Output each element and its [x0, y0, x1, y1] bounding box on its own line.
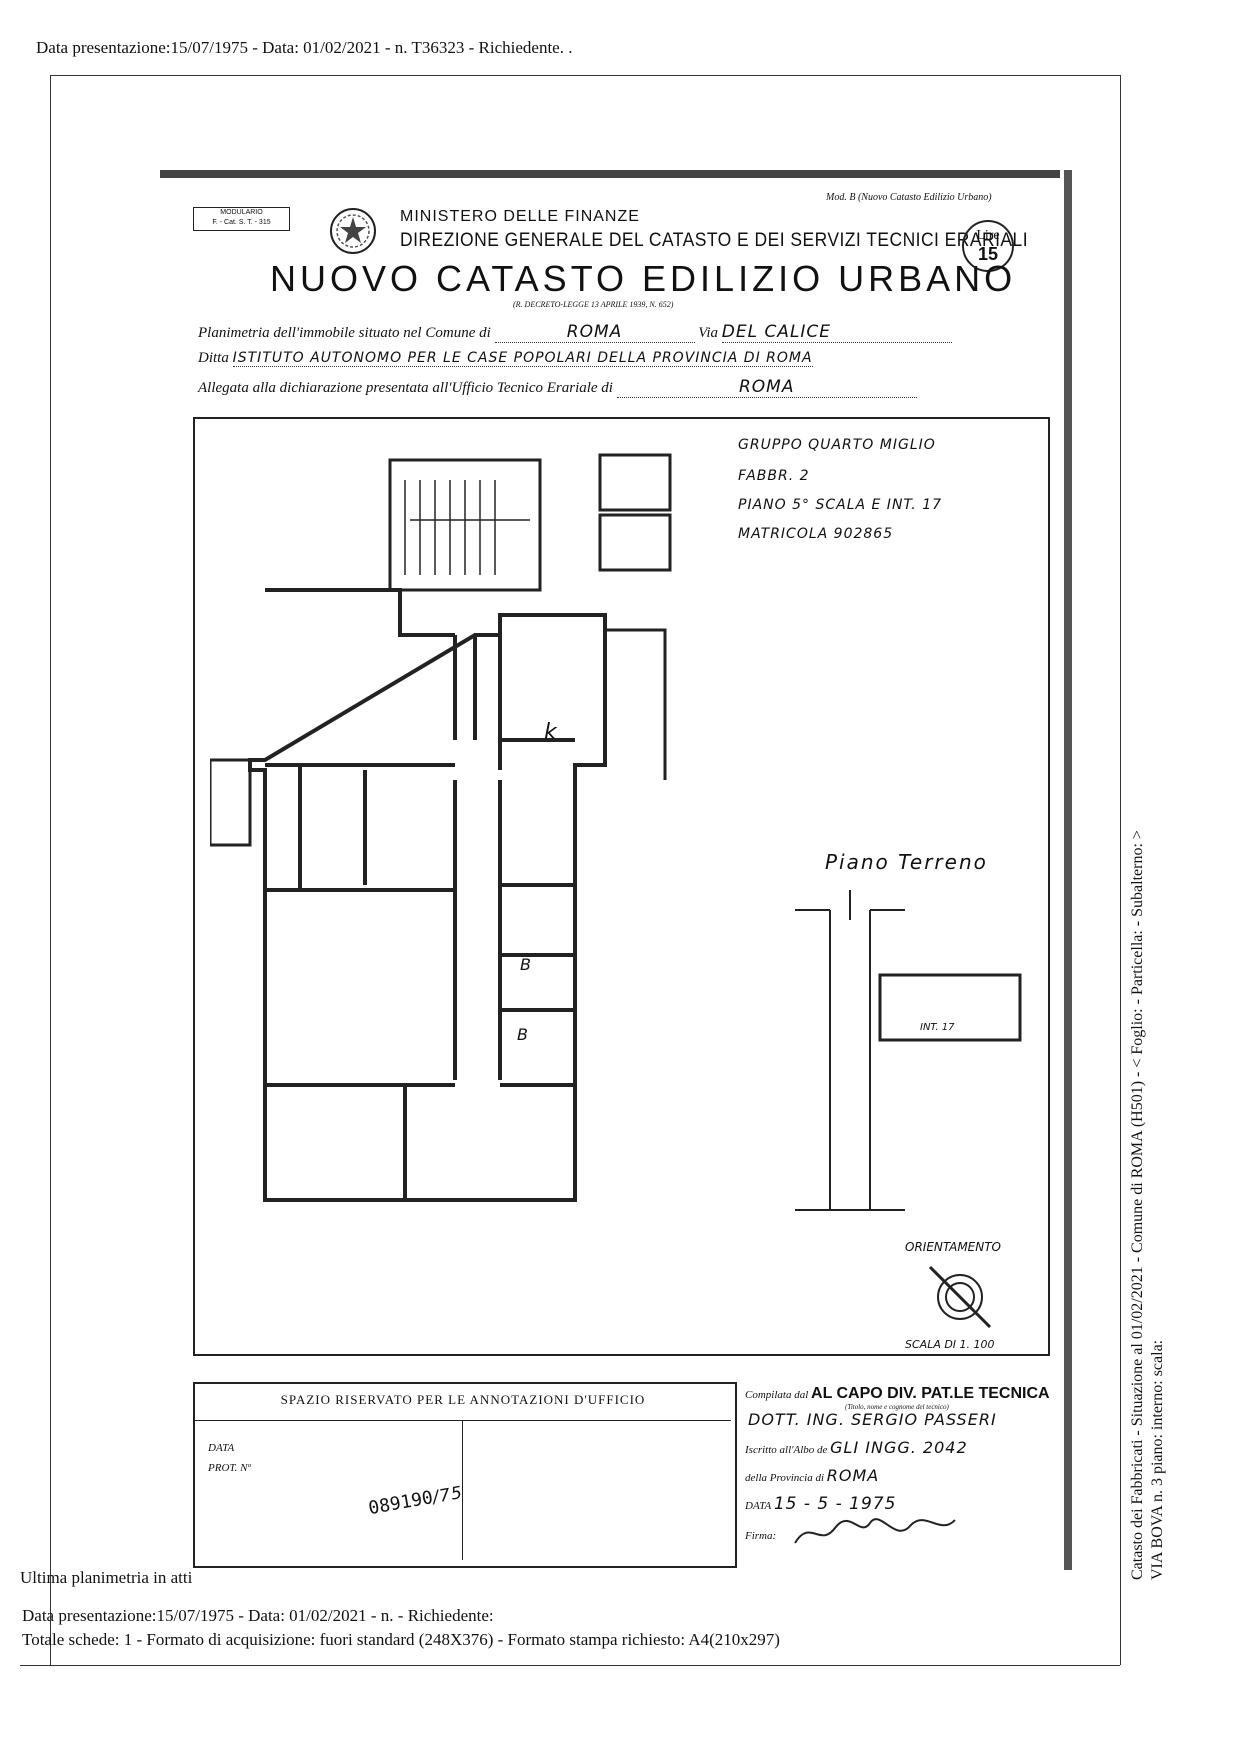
int-label: INT. 17 — [920, 1022, 955, 1033]
lire-value: 15 — [977, 244, 999, 264]
piano-terreno-label: Piano Terreno — [825, 850, 988, 874]
planimetria-label: Planimetria dell'immobile situato nel Co… — [198, 325, 491, 341]
plan-note-2: FABBR. 2 — [738, 468, 810, 484]
provincia-value: ROMA — [826, 1466, 880, 1485]
frame-left-line — [50, 75, 51, 1665]
provincia-label: della Provincia di — [745, 1472, 825, 1484]
frame-top-line — [50, 75, 1120, 76]
annot-prot-label: PROT. Nº — [208, 1462, 251, 1474]
emblem-icon — [328, 206, 378, 261]
lire-stamp: Lire 15 — [962, 220, 1014, 272]
side-info: Catasto dei Fabbricati - Situazione al 0… — [1128, 830, 1168, 1580]
allegata-label: Allegata alla dichiarazione presentata a… — [198, 380, 613, 396]
sheet-top-bar — [160, 170, 1060, 178]
provincia-line: della Provincia di ROMA — [745, 1466, 879, 1485]
annotations-divider — [195, 1420, 731, 1421]
annotations-split — [462, 1420, 463, 1560]
allegata-line: Allegata alla dichiarazione presentata a… — [198, 377, 917, 398]
frame-bottom-line — [20, 1665, 1120, 1666]
tecnico-name: DOTT. ING. SERGIO PASSERI — [748, 1410, 997, 1429]
ditta-line: Ditta ISTITUTO AUTONOMO PER LE CASE POPO… — [198, 350, 813, 367]
orientamento-label: ORIENTAMENTO — [905, 1240, 1002, 1254]
signature — [790, 1508, 960, 1558]
data-line: DATA 15 - 5 - 1975 — [745, 1494, 896, 1514]
mod-b-text: Mod. B (Nuovo Catasto Edilizio Urbano) — [826, 192, 992, 203]
modulario-text: MODULARIO F. - Cat. S. T. - 315 — [212, 209, 271, 226]
room-b2-label: B — [517, 1025, 529, 1044]
ground-floor-drawing — [795, 885, 1035, 1220]
plan-area — [193, 417, 1050, 1356]
annotations-title: SPAZIO RISERVATO PER LE ANNOTAZIONI D'UF… — [280, 1392, 646, 1407]
scala-label: SCALA DI 1. 100 — [905, 1338, 995, 1351]
ditta-value: ISTITUTO AUTONOMO PER LE CASE POPOLARI D… — [232, 350, 813, 367]
compass-icon — [925, 1262, 995, 1337]
footer-line-2: Totale schede: 1 - Formato di acquisizio… — [22, 1630, 780, 1649]
page-header: Data presentazione:15/07/1975 - Data: 01… — [36, 38, 573, 57]
albo-value: GLI INGG. 2042 — [830, 1438, 968, 1457]
direzione-text: DIREZIONE GENERALE DEL CATASTO E DEI SER… — [400, 230, 1029, 251]
sheet-right-bar — [1064, 170, 1072, 1570]
via-value: DEL CALICE — [721, 322, 952, 343]
comune-value: ROMA — [494, 322, 695, 343]
room-k-label: k — [544, 720, 558, 745]
plan-note-3: PIANO 5° SCALA E INT. 17 — [738, 497, 943, 513]
compilata-value: AL CAPO DIV. PAT.LE TECNICA — [811, 1385, 1050, 1402]
albo-label: Iscritto all'Albo de — [745, 1444, 828, 1456]
modulario-box: MODULARIO F. - Cat. S. T. - 315 — [193, 207, 290, 231]
firma-label: Firma: — [745, 1530, 777, 1542]
decreto-text: (R. DECRETO-LEGGE 13 APRILE 1939, N. 652… — [513, 300, 674, 309]
data-value: 15 - 5 - 1975 — [773, 1494, 897, 1514]
data-label: DATA — [745, 1500, 772, 1512]
frame-right-line — [1120, 75, 1121, 1665]
footer-line-1: Data presentazione:15/07/1975 - Data: 01… — [22, 1606, 494, 1625]
plan-note-1: GRUPPO QUARTO MIGLIO — [738, 437, 936, 453]
ufficio-value: ROMA — [616, 377, 917, 398]
albo-line: Iscritto all'Albo de GLI INGG. 2042 — [745, 1438, 968, 1457]
planimetria-line: Planimetria dell'immobile situato nel Co… — [198, 322, 952, 343]
annot-data-label: DATA — [208, 1442, 235, 1454]
ditta-label: Ditta — [198, 350, 229, 366]
side-line-2: VIA BOVA n. 3 piano: interno: scala: — [1149, 1339, 1166, 1580]
form-title: NUOVO CATASTO EDILIZIO URBANO — [270, 258, 1017, 299]
side-line-1: Catasto dei Fabbricati - Situazione al 0… — [1129, 830, 1146, 1580]
floor-plan-drawing — [208, 440, 730, 1245]
plan-note-4: MATRICOLA 902865 — [738, 526, 894, 542]
annotations-box — [193, 1382, 737, 1568]
lire-label: Lire — [976, 228, 1000, 243]
ministero-text: MINISTERO DELLE FINANZE — [400, 208, 640, 225]
footer-ultima: Ultima planimetria in atti — [20, 1568, 193, 1587]
compilata-sublabel: (Titolo, nome e cognome del tecnico) — [845, 1403, 949, 1411]
compilata-label: Compilata dal — [745, 1389, 809, 1401]
room-b1-label: B — [520, 955, 532, 974]
via-label: Via — [698, 325, 718, 341]
compilata-line: Compilata dal AL CAPO DIV. PAT.LE TECNIC… — [745, 1385, 1050, 1403]
